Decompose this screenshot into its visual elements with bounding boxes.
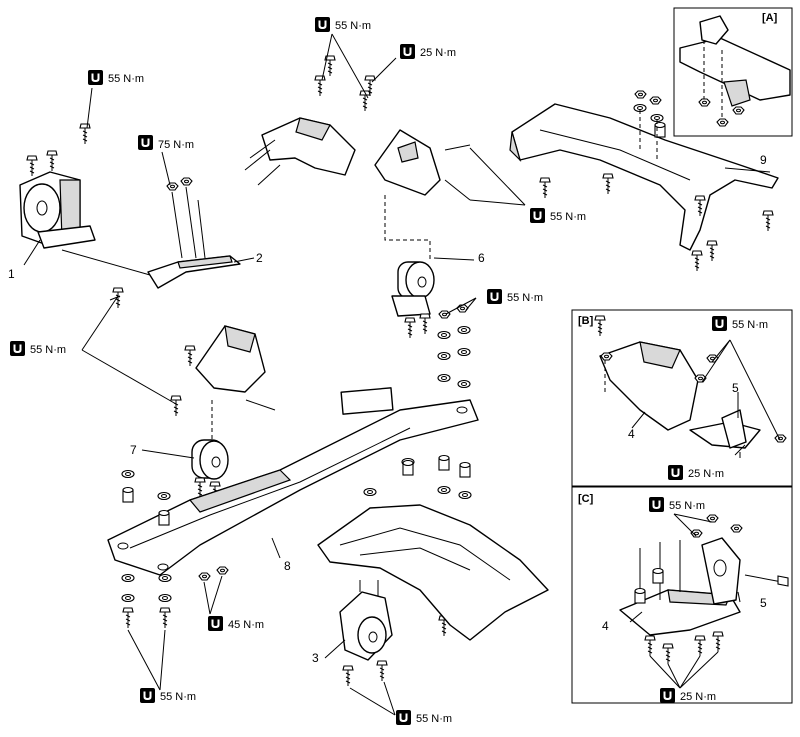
torque-label-5: 55 N·m [530, 208, 586, 223]
torque-wrench-icon [208, 616, 223, 631]
callout-4-inset-c: 4 [602, 619, 609, 633]
torque-wrench-icon [668, 465, 683, 480]
callout-7: 7 [130, 443, 137, 457]
torque-label-11: 25 N·m [660, 688, 716, 703]
svg-text:25 N·m: 25 N·m [688, 468, 724, 480]
torque-wrench-icon [712, 316, 727, 331]
svg-text:55 N·m: 55 N·m [30, 344, 66, 356]
mount-3 [339, 580, 393, 687]
svg-text:55 N·m: 55 N·m [108, 73, 144, 85]
torque-label-13: 55 N·m [140, 688, 196, 703]
torque-label-12: 45 N·m [208, 616, 264, 631]
inset-a-label: [A] [762, 12, 778, 24]
floor-pan [317, 504, 549, 641]
callout-1: 1 [8, 267, 15, 281]
callout-4-inset-b: 4 [628, 427, 635, 441]
torque-label-1: 55 N·m [88, 70, 144, 85]
callout-9: 9 [760, 153, 767, 167]
svg-text:25 N·m: 25 N·m [680, 691, 716, 703]
callout-2: 2 [256, 251, 263, 265]
link-rod-2 [109, 177, 241, 309]
torque-wrench-icon [88, 70, 103, 85]
inset-b-label: [B] [578, 315, 594, 327]
torque-label-6: 55 N·m [487, 289, 543, 304]
inset-c: [C] [571, 486, 793, 704]
torque-wrench-icon [530, 208, 545, 223]
svg-text:55 N·m: 55 N·m [732, 319, 768, 331]
svg-text:75 N·m: 75 N·m [158, 139, 194, 151]
torque-label-7: 55 N·m [10, 341, 66, 356]
mount-7-bracket [170, 325, 276, 417]
svg-text:25 N·m: 25 N·m [420, 47, 456, 59]
svg-text:55 N·m: 55 N·m [416, 713, 452, 725]
svg-text:55 N·m: 55 N·m [160, 691, 196, 703]
torque-wrench-icon [315, 17, 330, 32]
torque-wrench-icon [138, 135, 153, 150]
torque-wrench-icon [396, 710, 411, 725]
torque-label-10: 55 N·m [649, 497, 705, 512]
upper-bracket [244, 55, 471, 201]
mount-6 [384, 195, 435, 339]
torque-wrench-icon [660, 688, 675, 703]
torque-wrench-icon [649, 497, 664, 512]
torque-label-3: 55 N·m [315, 17, 371, 32]
torque-label-8: 55 N·m [712, 316, 768, 331]
callout-8: 8 [284, 559, 291, 573]
callout-6: 6 [478, 251, 485, 265]
torque-label-2: 75 N·m [138, 135, 194, 151]
torque-label-4: 25 N·m [400, 44, 456, 59]
torque-wrench-icon [400, 44, 415, 59]
svg-text:55 N·m: 55 N·m [669, 500, 705, 512]
torque-label-9: 25 N·m [668, 465, 724, 480]
leader-lines [23, 33, 781, 716]
callout-5-inset-b: 5 [732, 381, 739, 395]
torque-label-14: 55 N·m [396, 710, 452, 725]
mount-7 [191, 400, 229, 503]
mount-1 [19, 123, 151, 276]
svg-text:45 N·m: 45 N·m [228, 619, 264, 631]
crossmember-9 [509, 90, 779, 272]
inset-c-label: [C] [578, 493, 594, 505]
torque-wrench-icon [10, 341, 25, 356]
inset-b: [B] [571, 309, 793, 487]
crossmember-8 [107, 387, 479, 576]
torque-wrench-icon [140, 688, 155, 703]
svg-text:55 N·m: 55 N·m [335, 20, 371, 32]
svg-text:55 N·m: 55 N·m [507, 292, 543, 304]
callout-5-inset-c: 5 [760, 596, 767, 610]
callout-3: 3 [312, 651, 319, 665]
inset-a: [A] [673, 7, 793, 137]
torque-wrench-icon [487, 289, 502, 304]
svg-text:55 N·m: 55 N·m [550, 211, 586, 223]
